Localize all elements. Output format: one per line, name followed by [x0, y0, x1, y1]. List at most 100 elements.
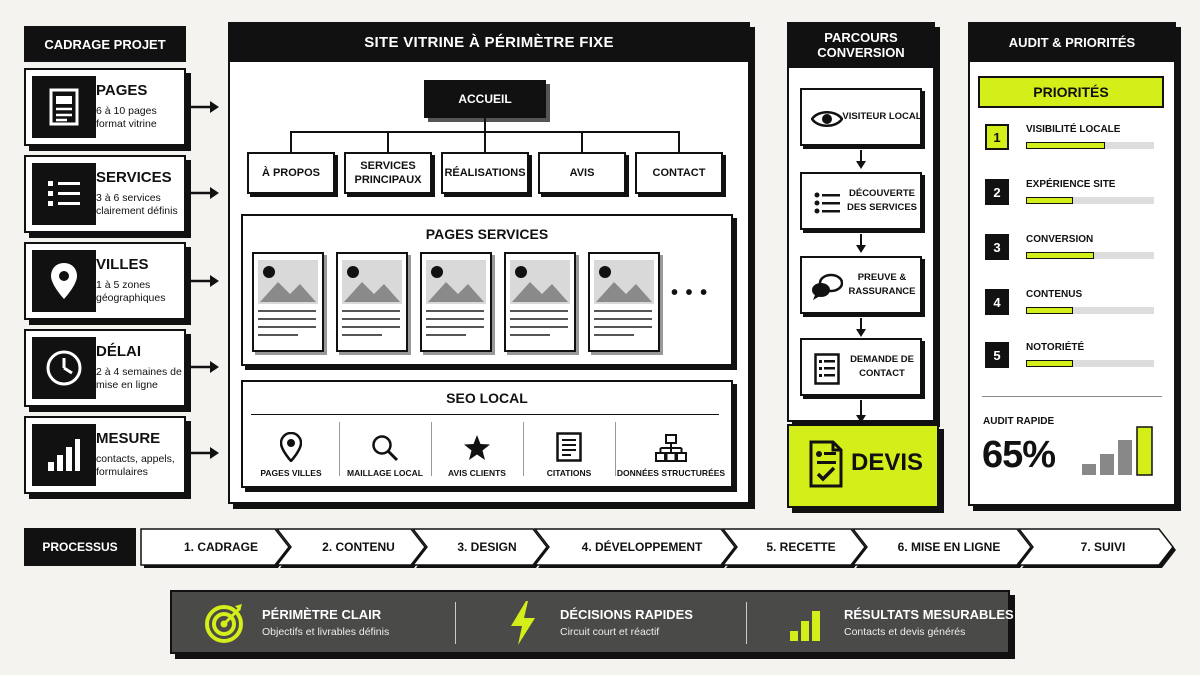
seo-item-pages-villes: PAGES VILLES [243, 420, 339, 478]
cadrage-item-sub: contacts, appels, formulaires [96, 453, 175, 478]
process-step-label: 4. DÉVELOPPEMENT [581, 540, 703, 554]
priority-row: 4 CONTENUS [985, 289, 1155, 323]
bar-chart-icon [790, 611, 820, 641]
seo-separator [339, 422, 340, 476]
priority-bar [1026, 197, 1154, 204]
process-step-label: 5. RECETTE [766, 540, 836, 554]
list-icon [810, 186, 844, 220]
lightning-icon [511, 601, 535, 645]
priority-number: 3 [985, 234, 1009, 260]
audit-divider [982, 396, 1162, 397]
service-page-thumbnail [504, 252, 576, 352]
process-step: 6. MISE EN LIGNE [854, 528, 1032, 566]
parcours-step-visiteur: VISITEUR LOCAL [800, 88, 922, 146]
list-icon [32, 163, 96, 225]
devis-label: DEVIS [851, 449, 924, 476]
seo-title: SEO LOCAL [446, 390, 528, 406]
seo-item-maillage: MAILLAGE LOCAL [339, 420, 431, 478]
seo-separator [615, 422, 616, 476]
process-step-label: 7. SUIVI [1080, 540, 1126, 554]
parcours-step-label: DEMANDE DE CONTACT [850, 354, 914, 379]
cadrage-item-sub: 2 à 4 semaines de mise en ligne [96, 366, 182, 391]
more-pages-ellipsis: • • • [671, 282, 709, 304]
quote-document-icon [809, 440, 843, 488]
nav-page-avis: AVIS [538, 152, 626, 194]
seo-divider [251, 414, 719, 415]
cadrage-card-mesure: MESURE contacts, appels, formulaires [24, 416, 186, 494]
arrow-right-icon [190, 101, 219, 113]
cadrage-item-title: MESURE [96, 430, 161, 447]
priority-bar-fill [1026, 197, 1074, 204]
parcours-step-label: VISITEUR LOCAL [842, 111, 922, 122]
cadrage-item-sub: 6 à 10 pages format vitrine [96, 105, 157, 130]
cadrage-item-sub: 3 à 6 services clairement définis [96, 192, 178, 217]
location-pin-icon [280, 432, 302, 462]
chat-icon [810, 270, 844, 304]
nav-page-contact: CONTACT [635, 152, 723, 194]
arrow-down-icon [856, 400, 866, 423]
parcours-step-label: PREUVE & RASSURANCE [848, 272, 916, 297]
star-icon [464, 435, 490, 460]
seo-item-citations: CITATIONS [523, 420, 615, 478]
priority-row: 2 EXPÉRIENCE SITE [985, 179, 1155, 213]
eye-icon [810, 102, 844, 136]
priority-label: VISIBILITÉ LOCALE [1026, 124, 1121, 135]
cadrage-item-title: VILLES [96, 256, 149, 273]
process-chevrons [140, 528, 1176, 568]
benefit-sub: Circuit court et réactif [560, 626, 660, 638]
band-separator [455, 602, 456, 644]
parcours-title-text: PARCOURS CONVERSION [817, 30, 905, 60]
site-title: SITE VITRINE À PÉRIMÈTRE FIXE [228, 22, 750, 62]
parcours-step-decouverte: DÉCOUVERTE DES SERVICES [800, 172, 922, 230]
target-icon [205, 604, 243, 643]
pages-services-panel: PAGES SERVICES • • • [241, 214, 733, 366]
benefit-title: PÉRIMÈTRE CLAIR [262, 607, 382, 622]
arrow-right-icon [190, 361, 219, 373]
service-page-thumbnail [420, 252, 492, 352]
process-step-label: 6. MISE EN LIGNE [897, 540, 1001, 554]
quick-audit-value: 65% [982, 434, 1056, 476]
nav-page-realisations: RÉALISATIONS [441, 152, 529, 194]
cadrage-card-pages: PAGES 6 à 10 pages format vitrine [24, 68, 186, 146]
parcours-step-demande: DEMANDE DE CONTACT [800, 338, 922, 396]
bar-chart-icon [32, 424, 96, 486]
seo-separator [431, 422, 432, 476]
home-page-box: ACCUEIL [424, 80, 546, 118]
priority-bar-fill [1026, 307, 1074, 314]
priority-bar-fill [1026, 252, 1094, 259]
priority-label: EXPÉRIENCE SITE [1026, 179, 1116, 190]
clock-icon [32, 337, 96, 399]
parcours-title: PARCOURS CONVERSION [787, 22, 935, 68]
process-step: 2. CONTENU [280, 528, 425, 566]
seo-separator [523, 422, 524, 476]
service-page-thumbnail [588, 252, 660, 352]
cadrage-item-title: SERVICES [96, 169, 172, 186]
parcours-step-preuve: PREUVE & RASSURANCE [800, 256, 922, 314]
priority-label: CONTENUS [1026, 289, 1083, 300]
priority-bar-fill [1026, 142, 1106, 149]
arrow-right-icon [190, 187, 219, 199]
priority-number: 1 [985, 124, 1009, 150]
arrow-right-icon [190, 447, 219, 459]
sitemap-connectors [290, 118, 680, 152]
cadrage-card-villes: VILLES 1 à 5 zones géographiques [24, 242, 186, 320]
benefit-title: DÉCISIONS RAPIDES [560, 607, 693, 622]
service-page-thumbnail [252, 252, 324, 352]
arrow-down-icon [856, 234, 866, 253]
search-icon [372, 435, 399, 462]
process-step: 7. SUIVI [1020, 528, 1174, 566]
arrow-right-icon [190, 275, 219, 287]
process-step-label: 1. CADRAGE [183, 540, 258, 554]
document-icon [556, 432, 582, 462]
priority-bar-fill [1026, 360, 1074, 367]
seo-item-donnees: DONNÉES STRUCTURÉES [615, 420, 727, 478]
quick-audit-label: AUDIT RAPIDE [983, 416, 1055, 427]
process-step-label: 3. DESIGN [457, 540, 517, 554]
process-step: 3. DESIGN [414, 528, 548, 566]
priority-number: 2 [985, 179, 1009, 205]
priority-bar [1026, 307, 1154, 314]
location-pin-icon [32, 250, 96, 312]
process-step: 5. RECETTE [724, 528, 866, 566]
priority-number: 4 [985, 289, 1009, 315]
arrow-down-icon [856, 318, 866, 337]
